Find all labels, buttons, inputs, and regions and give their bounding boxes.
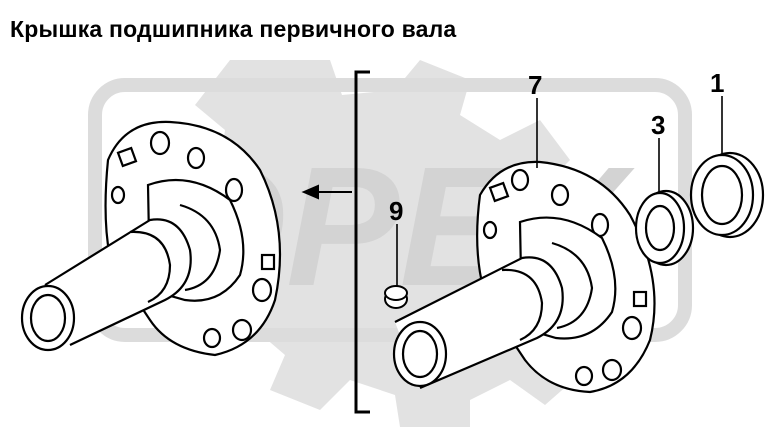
part-3-seal [634, 189, 695, 267]
part-9-plug [384, 285, 408, 309]
part-1-ring [689, 151, 765, 239]
callout-1: 1 [710, 68, 725, 98]
callout-7: 7 [528, 70, 543, 100]
diagram-title: Крышка подшипника первичного вала [10, 16, 457, 42]
part-7-bearing-cover [392, 160, 656, 394]
callout-3: 3 [651, 110, 666, 140]
left-bearing-cover [20, 120, 282, 357]
callout-9: 9 [389, 196, 404, 226]
arrow-left-icon [301, 184, 352, 200]
exploded-group-bracket [354, 70, 370, 414]
